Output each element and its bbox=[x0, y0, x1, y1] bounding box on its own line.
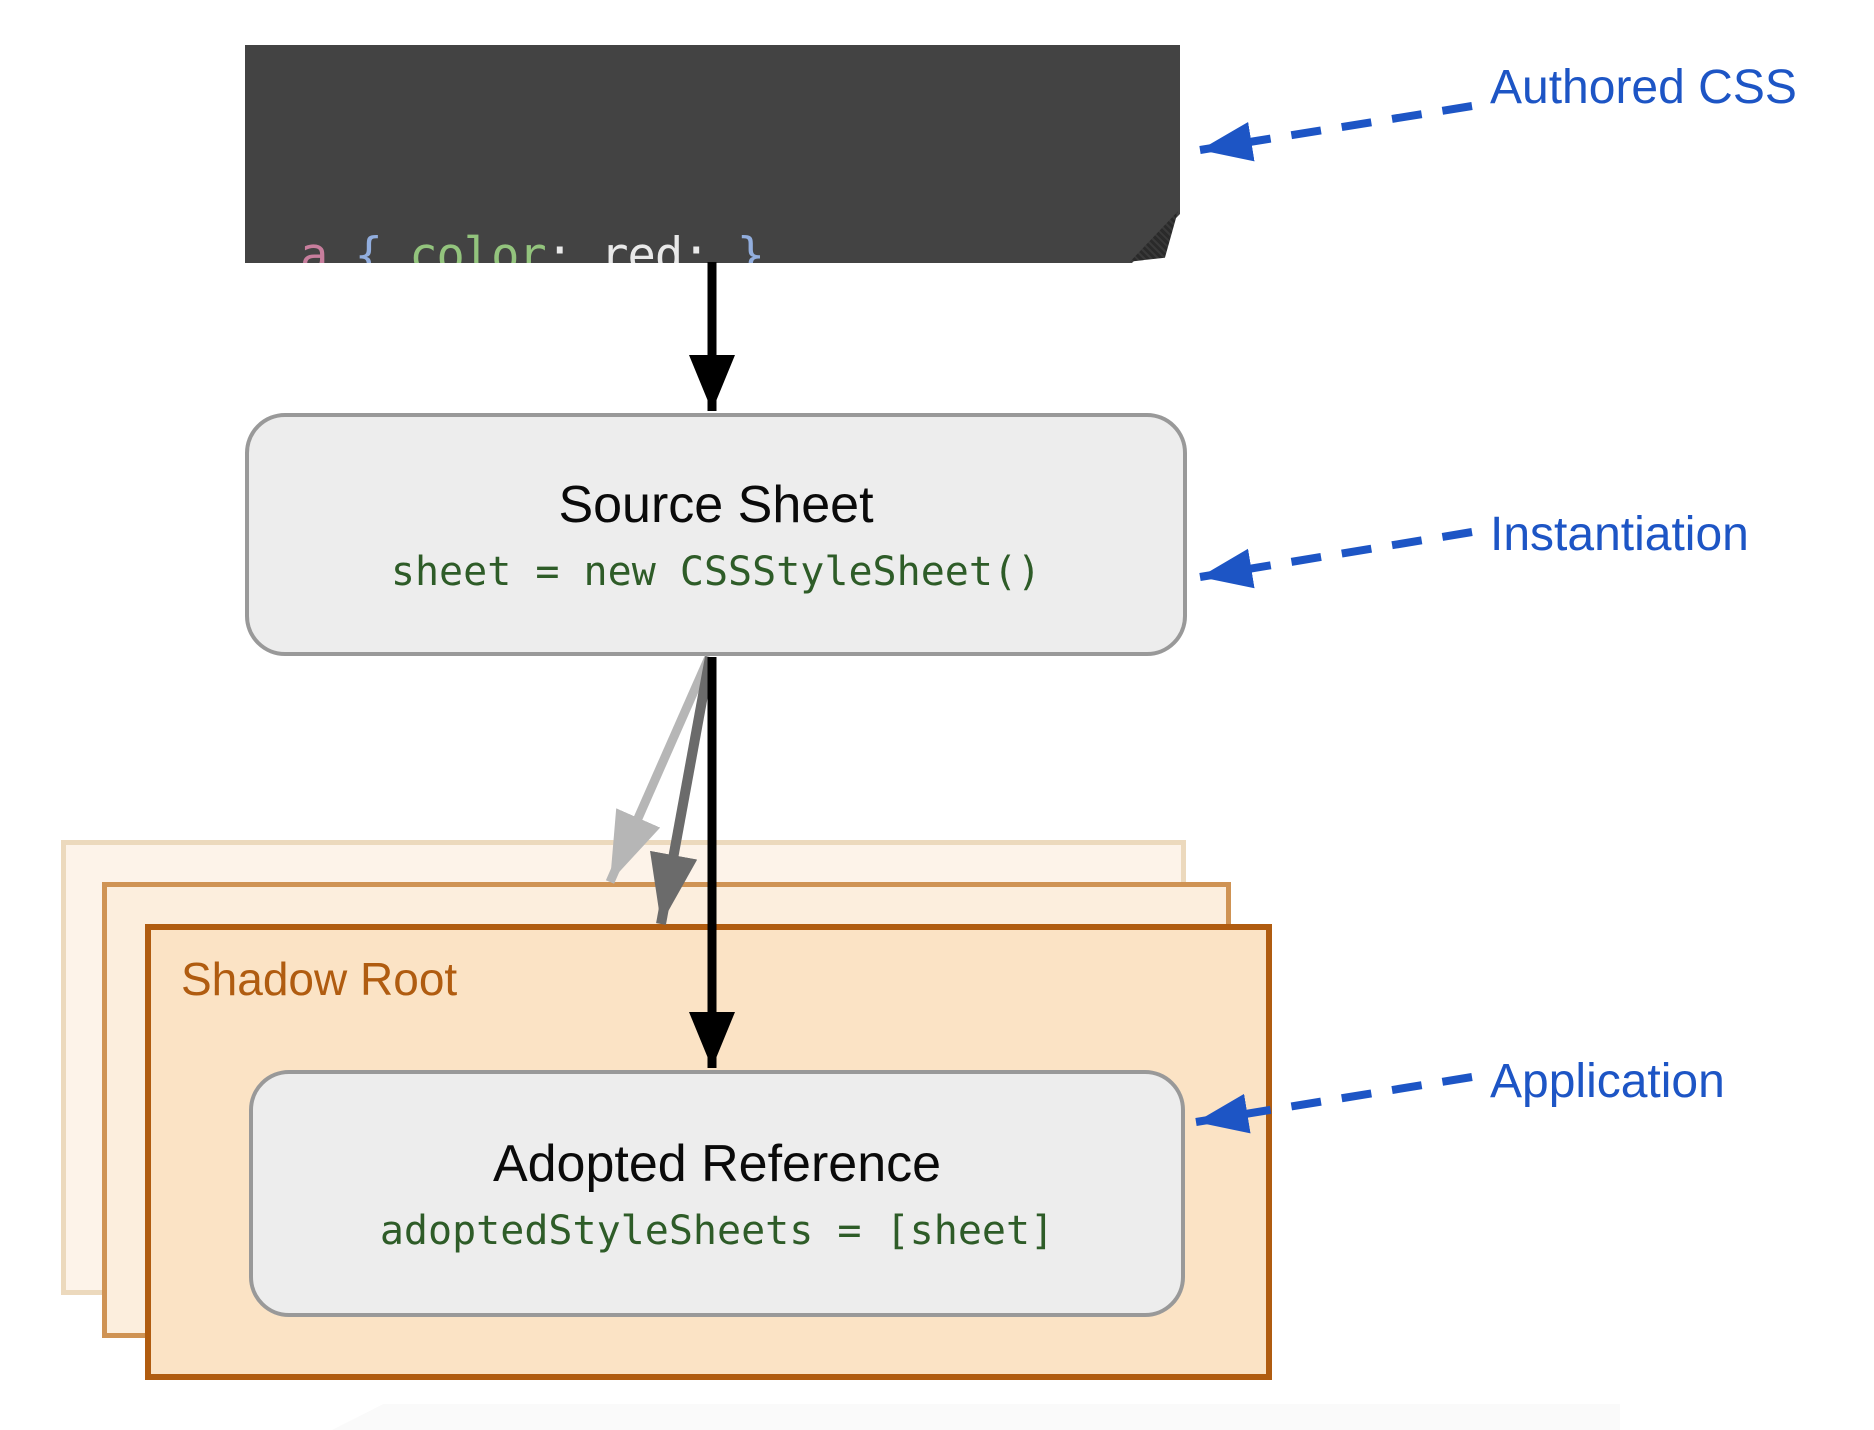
instantiation-annotation-arrow bbox=[1199, 528, 1473, 589]
code-token-selector: a bbox=[300, 228, 355, 283]
adopted-reference-title: Adopted Reference bbox=[492, 1134, 942, 1193]
shadow-root-label: Shadow Root bbox=[181, 953, 458, 1005]
annotation-instantiation: Instantiation bbox=[1490, 508, 1749, 561]
code-token-property: color bbox=[409, 228, 546, 283]
code-token-brace: } bbox=[736, 228, 765, 283]
source-sheet-title: Source Sheet bbox=[558, 475, 874, 534]
annotation-application: Application bbox=[1490, 1055, 1725, 1108]
adopted-reference-box: Adopted Reference adoptedStyleSheets = [… bbox=[249, 1070, 1185, 1317]
authored-css-annotation-arrow bbox=[1199, 102, 1473, 162]
annotation-authored-css: Authored CSS bbox=[1490, 61, 1797, 114]
authored-css-block: a { color: red; } p { padding: 10px; } bbox=[245, 45, 1180, 263]
source-sheet-code: sheet = new CSSStyleSheet() bbox=[390, 548, 1042, 595]
authored-css-background: a { color: red; } p { padding: 10px; } bbox=[245, 45, 1180, 263]
code-token-brace: { bbox=[354, 228, 410, 283]
page-bottom-strip bbox=[332, 1404, 1620, 1430]
css-rule-line: a { color: red; } bbox=[300, 219, 846, 292]
code-token-value: : red; bbox=[545, 228, 737, 283]
adopted-reference-code: adoptedStyleSheets = [sheet] bbox=[379, 1207, 1055, 1254]
source-sheet-box: Source Sheet sheet = new CSSStyleSheet() bbox=[245, 413, 1187, 656]
